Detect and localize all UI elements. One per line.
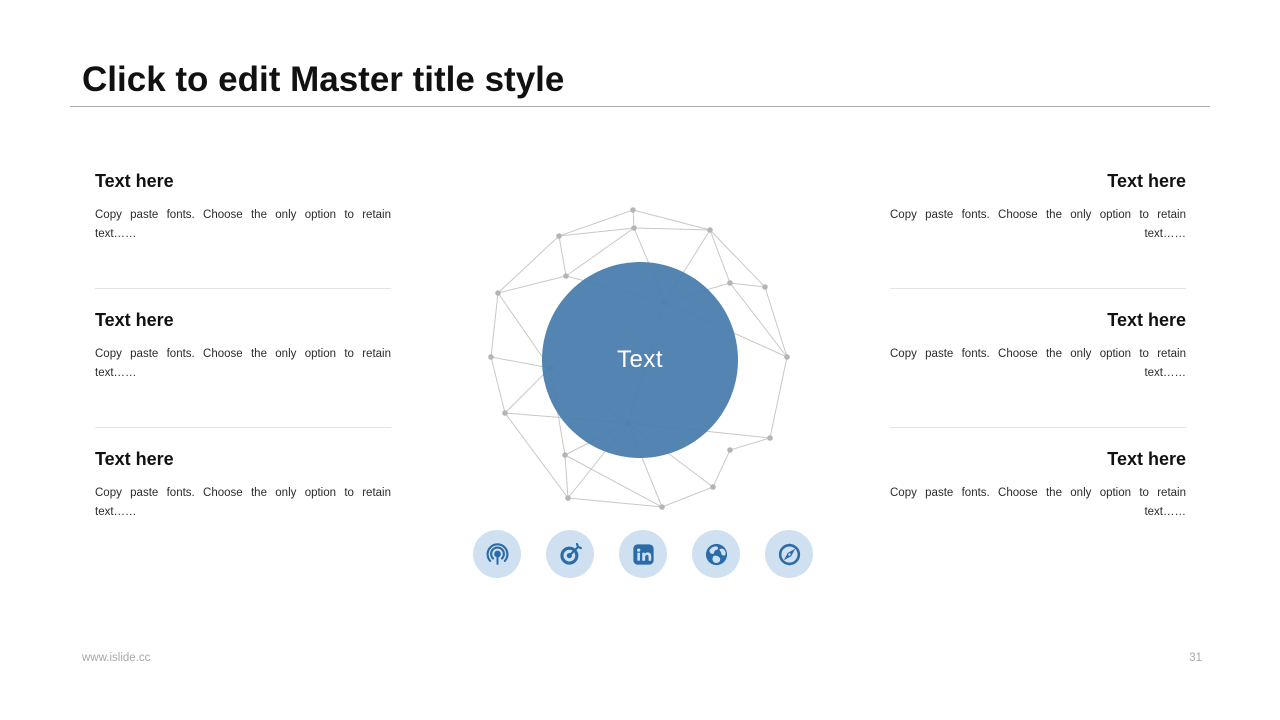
- text-block-heading: Text here: [95, 310, 174, 330]
- footer-url[interactable]: www.islide.cc: [82, 652, 151, 664]
- text-block-body: Copy paste fonts. Choose the only option…: [890, 209, 1186, 240]
- text-block-body: Copy paste fonts. Choose the only option…: [95, 487, 391, 518]
- title-divider-line: [70, 106, 1210, 107]
- block-divider: [890, 427, 1186, 428]
- slide-title[interactable]: Click to edit Master title style: [82, 60, 565, 99]
- text-block-right-1[interactable]: Text here Copy paste fonts. Choose the o…: [890, 170, 1186, 243]
- block-divider: [95, 288, 391, 289]
- text-block-heading: Text here: [1107, 310, 1186, 330]
- target-icon[interactable]: [546, 530, 594, 578]
- network-mesh-graphic: [488, 207, 790, 510]
- icon-row: [473, 530, 813, 578]
- text-block-right-2[interactable]: Text here Copy paste fonts. Choose the o…: [890, 309, 1186, 382]
- text-block-body: Copy paste fonts. Choose the only option…: [890, 487, 1186, 518]
- text-block-body: Copy paste fonts. Choose the only option…: [95, 209, 391, 240]
- text-block-heading: Text here: [95, 449, 174, 469]
- broadcast-icon[interactable]: [473, 530, 521, 578]
- globe-icon[interactable]: [692, 530, 740, 578]
- center-circle-shape[interactable]: [542, 262, 738, 458]
- block-divider: [890, 288, 1186, 289]
- linkedin-icon[interactable]: [619, 530, 667, 578]
- text-block-body: Copy paste fonts. Choose the only option…: [95, 348, 391, 379]
- text-block-body: Copy paste fonts. Choose the only option…: [890, 348, 1186, 379]
- text-block-heading: Text here: [1107, 449, 1186, 469]
- text-block-left-2[interactable]: Text here Copy paste fonts. Choose the o…: [95, 309, 391, 382]
- text-block-heading: Text here: [1107, 171, 1186, 191]
- text-block-left-3[interactable]: Text here Copy paste fonts. Choose the o…: [95, 448, 391, 521]
- compass-icon[interactable]: [765, 530, 813, 578]
- text-block-right-3[interactable]: Text here Copy paste fonts. Choose the o…: [890, 448, 1186, 521]
- text-block-left-1[interactable]: Text here Copy paste fonts. Choose the o…: [95, 170, 391, 243]
- block-divider: [95, 427, 391, 428]
- page-number: 31: [1189, 652, 1202, 664]
- center-circle-label[interactable]: Text: [616, 346, 663, 373]
- text-block-heading: Text here: [95, 171, 174, 191]
